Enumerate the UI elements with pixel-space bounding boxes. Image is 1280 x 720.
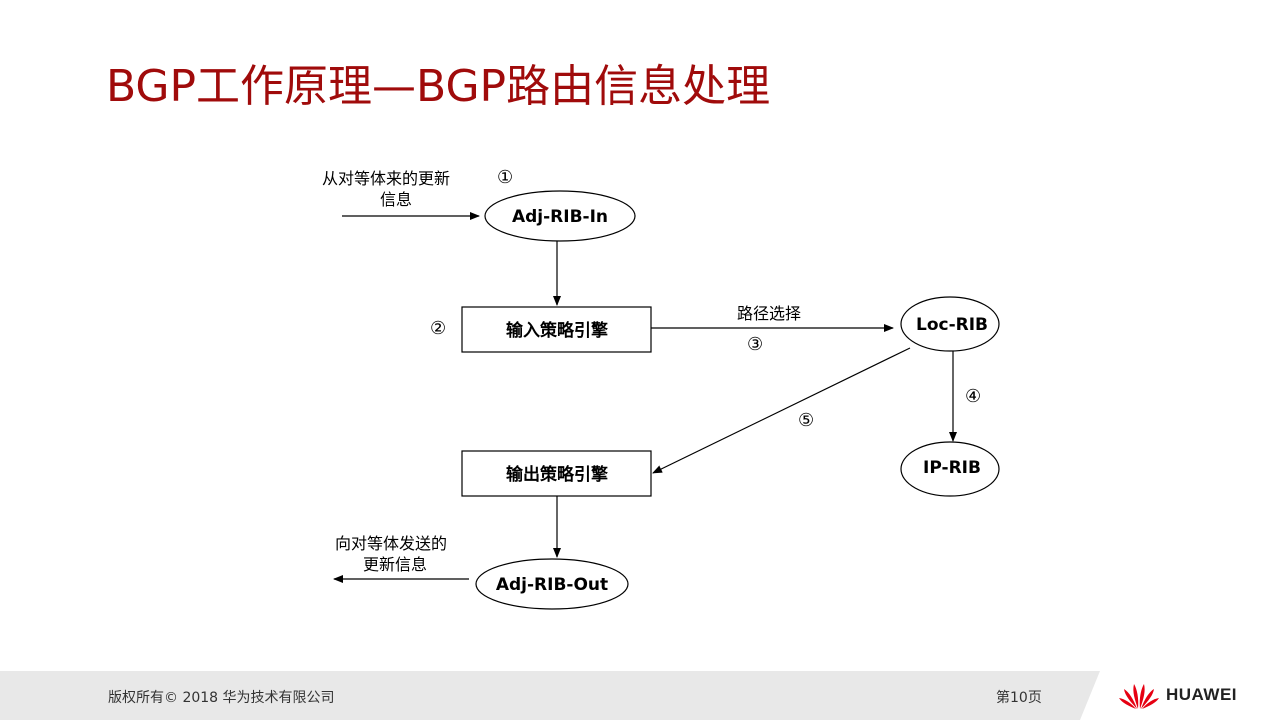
huawei-logo: HUAWEI [1118, 680, 1237, 710]
incoming-update-label-line2: 信息 [380, 190, 412, 209]
outgoing-update-label-line1: 向对等体发送的 [335, 534, 447, 553]
page-number: 第10页 [996, 690, 1042, 706]
output-policy-engine-label: 输出策略引擎 [506, 464, 609, 485]
step-5-marker: ⑤ [798, 410, 814, 431]
footer-logo-panel [1080, 671, 1280, 720]
step-4-marker: ④ [965, 386, 981, 407]
step-1-marker: ① [497, 167, 513, 188]
copyright-text: 版权所有© 2018 华为技术有限公司 [108, 690, 335, 706]
loc-rib-node [900, 296, 1000, 352]
ip-rib-label: IP-RIB [923, 458, 981, 478]
step-3-marker: ③ [747, 334, 763, 355]
step-2-marker: ② [430, 318, 446, 339]
input-policy-engine-label: 输入策略引擎 [506, 320, 609, 341]
arrow-loc-rib-to-output-policy [652, 347, 911, 474]
page-title: BGP工作原理—BGP路由信息处理 [106, 61, 771, 112]
ip-rib-node [900, 441, 1000, 497]
footer-bar [0, 671, 1280, 720]
adj-rib-out-node [475, 558, 629, 610]
adj-rib-in-node [484, 190, 636, 242]
bgp-route-processing-diagram: 从对等体来的更新 信息 ① Adj-RIB-In ② 输入策略引擎 路径选择 ③… [322, 167, 1000, 610]
huawei-logo-text: HUAWEI [1166, 685, 1237, 704]
adj-rib-in-label: Adj-RIB-In [512, 207, 608, 227]
incoming-update-label-line1: 从对等体来的更新 [322, 169, 450, 188]
input-policy-engine-node [461, 306, 652, 353]
huawei-flower-icon [1119, 684, 1159, 709]
outgoing-update-label-line2: 更新信息 [363, 555, 427, 574]
route-selection-label: 路径选择 [737, 304, 801, 323]
adj-rib-out-label: Adj-RIB-Out [496, 575, 608, 595]
loc-rib-label: Loc-RIB [916, 315, 988, 335]
